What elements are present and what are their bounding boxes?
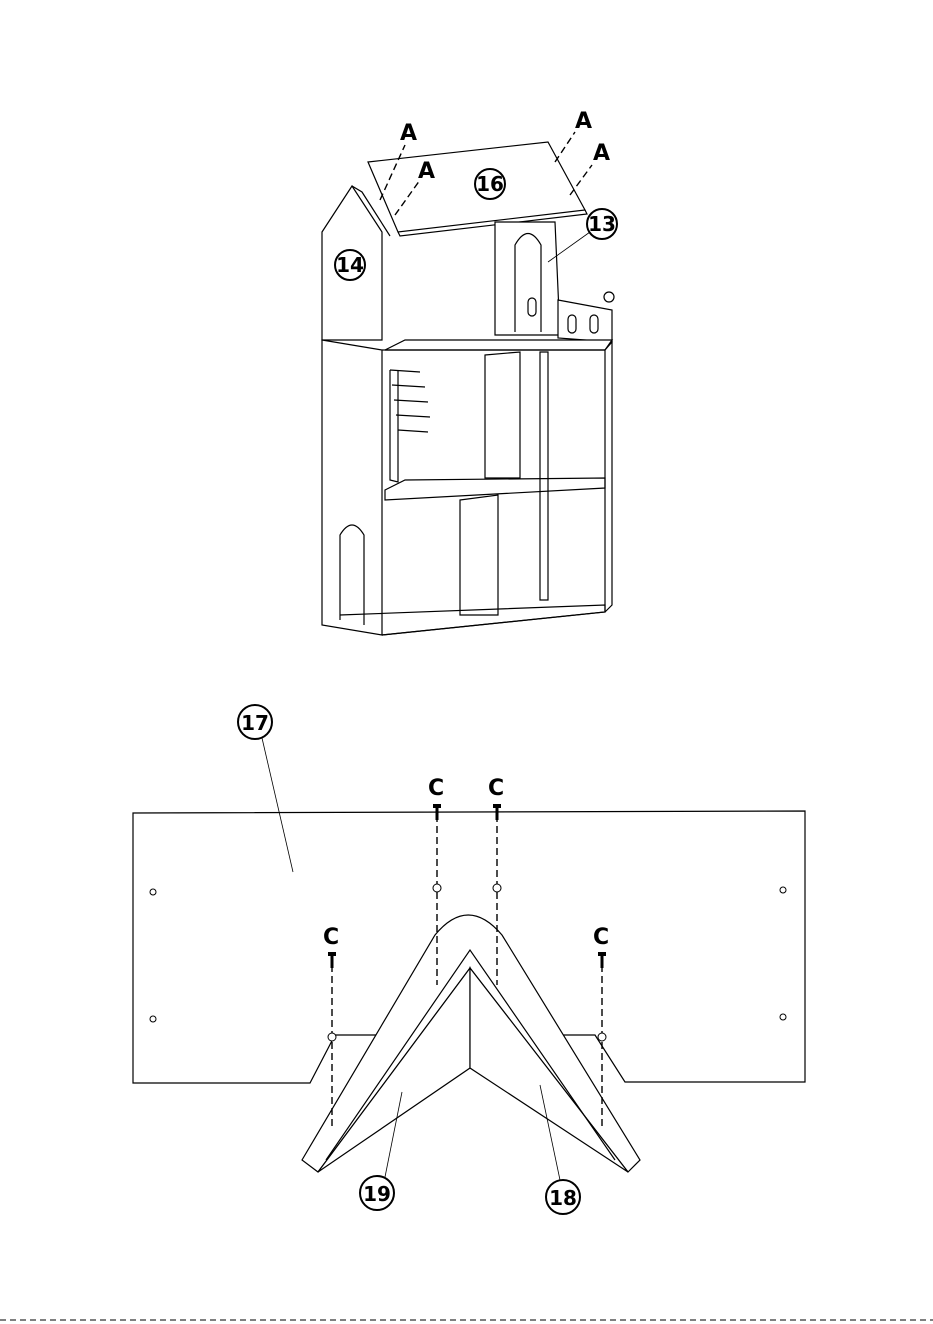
- staircase: [390, 370, 430, 482]
- svg-text:19: 19: [363, 1182, 391, 1206]
- panel-hole: [150, 1016, 156, 1022]
- middle-floor: [385, 478, 605, 500]
- upper-wall-panel: [495, 222, 560, 335]
- screw-path: [570, 165, 592, 195]
- hardware-label-c: C: [488, 776, 504, 801]
- nut-icon: [328, 1033, 336, 1041]
- balcony-rail: [558, 300, 612, 342]
- panel-hole: [780, 1014, 786, 1020]
- inner-wall: [460, 495, 498, 615]
- hardware-label-a: A: [593, 141, 610, 166]
- part-label-18: 18: [546, 1180, 580, 1214]
- hardware-label-c: C: [323, 925, 339, 950]
- main-body-left-side: [322, 340, 382, 635]
- part-label-14: 14: [335, 250, 365, 280]
- svg-text:13: 13: [588, 212, 616, 236]
- part-label-13: 13: [587, 209, 617, 239]
- svg-text:18: 18: [549, 1186, 577, 1210]
- rail-knob: [604, 292, 614, 302]
- part-label-17: 17: [238, 705, 272, 739]
- hardware-label-a: A: [575, 109, 592, 134]
- svg-text:17: 17: [241, 711, 269, 735]
- nut-icon: [598, 1033, 606, 1041]
- svg-text:14: 14: [336, 253, 364, 277]
- part-label-19: 19: [360, 1176, 394, 1210]
- svg-text:16: 16: [476, 172, 504, 196]
- panel-hole: [780, 887, 786, 893]
- dollhouse-assembly-diagram: A A A A 16 14 13: [322, 109, 617, 635]
- main-body-back: [382, 350, 605, 635]
- elevator-rail: [540, 352, 548, 600]
- roof-legs-assembly-diagram: C C C C 17 19 18: [133, 705, 805, 1214]
- part-label-16: 16: [475, 169, 505, 199]
- nut-icon: [493, 884, 501, 892]
- hardware-label-a: A: [400, 121, 417, 146]
- nut-icon: [433, 884, 441, 892]
- hardware-label-c: C: [593, 925, 609, 950]
- panel-hole: [150, 889, 156, 895]
- main-body-right-edge: [605, 342, 612, 612]
- inner-wall: [485, 352, 520, 478]
- hardware-label-a: A: [418, 159, 435, 184]
- hardware-label-c: C: [428, 776, 444, 801]
- upper-floor: [385, 340, 612, 350]
- screw-path: [555, 132, 575, 162]
